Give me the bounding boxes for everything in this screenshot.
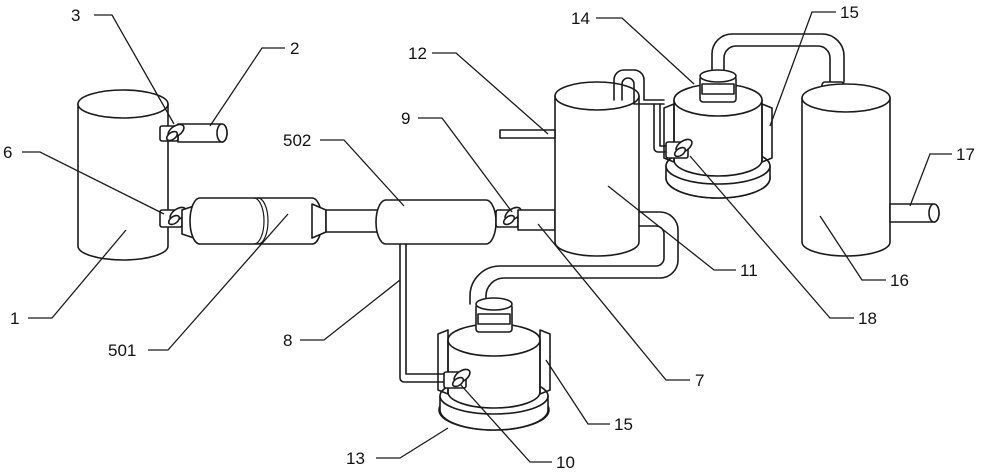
valve-10 <box>443 368 471 389</box>
leader-lines <box>22 11 952 463</box>
label-8: 8 <box>283 331 292 350</box>
pump-13 <box>438 297 550 431</box>
filter-501 <box>181 197 327 245</box>
pipe-7 <box>517 209 556 231</box>
valve-9 <box>495 206 522 228</box>
label-1: 1 <box>10 309 19 328</box>
bracket-15-upper <box>663 103 773 163</box>
label-17: 17 <box>956 145 975 164</box>
pipe-2 <box>177 123 228 143</box>
pipe-12 <box>499 129 556 139</box>
pipe-17 <box>889 203 940 223</box>
pipe-11-13 <box>485 211 679 305</box>
bracket-15-lower <box>437 329 551 395</box>
label-14: 14 <box>571 9 590 28</box>
label-501: 501 <box>108 341 136 360</box>
label-10: 10 <box>556 453 575 472</box>
part-labels: 3 2 6 1 501 502 8 12 9 7 11 10 13 15 14 … <box>3 3 975 472</box>
pump-14 <box>665 69 771 199</box>
valve-3 <box>159 123 185 142</box>
label-6: 6 <box>3 143 12 162</box>
label-18: 18 <box>858 309 877 328</box>
label-2: 2 <box>290 39 299 58</box>
valve-18 <box>665 138 693 159</box>
tank-11 <box>554 81 640 257</box>
label-7: 7 <box>695 371 704 390</box>
label-11: 11 <box>740 261 758 280</box>
label-15-upper: 15 <box>840 3 859 22</box>
separator-502 <box>375 199 497 245</box>
label-502: 502 <box>283 131 311 150</box>
line-8 <box>399 243 447 383</box>
label-9: 9 <box>401 109 410 128</box>
label-15-lower: 15 <box>614 415 633 434</box>
label-16: 16 <box>890 271 909 290</box>
pipe-11-14 <box>613 69 665 101</box>
label-3: 3 <box>71 6 80 25</box>
tank-16 <box>801 83 891 257</box>
label-12: 12 <box>408 44 427 63</box>
pipe-14-16 <box>711 33 845 83</box>
label-13: 13 <box>346 449 365 468</box>
tank-1 <box>77 89 169 261</box>
